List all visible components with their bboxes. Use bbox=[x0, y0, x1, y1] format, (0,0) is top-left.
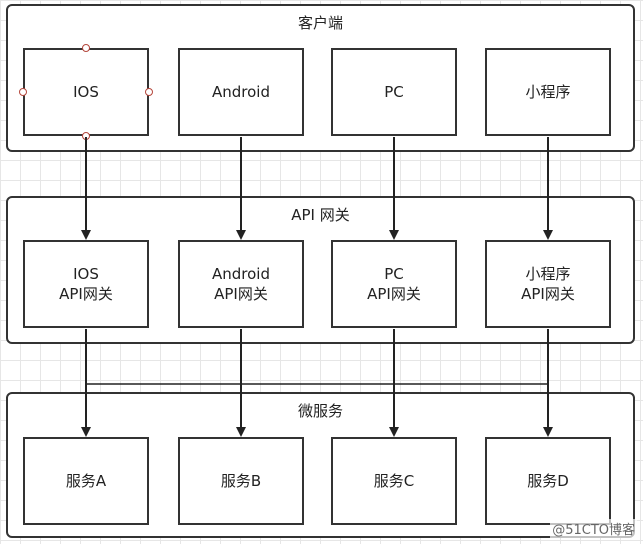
client-node-ios[interactable]: IOS bbox=[23, 48, 149, 136]
gateway-node-line1: Android bbox=[212, 265, 270, 283]
service-node-b[interactable]: 服务B bbox=[178, 437, 304, 525]
gateway-node-line1: 小程序 bbox=[525, 265, 571, 283]
gateway-node-line1: IOS bbox=[73, 265, 99, 283]
client-node-miniprogram[interactable]: 小程序 bbox=[485, 48, 611, 136]
gateway-node-line2: API网关 bbox=[214, 285, 268, 303]
service-node-label: 服务B bbox=[220, 472, 262, 490]
gateway-node-android[interactable]: Android API网关 bbox=[178, 240, 304, 328]
watermark: @51CTO博客 bbox=[550, 519, 637, 538]
service-node-label: 服务C bbox=[373, 472, 415, 490]
resize-handle-bottom[interactable] bbox=[82, 132, 90, 140]
client-group-title: 客户端 bbox=[297, 14, 343, 32]
resize-handle-right[interactable] bbox=[145, 88, 153, 96]
service-node-d[interactable]: 服务D bbox=[485, 437, 611, 525]
client-node-label: 小程序 bbox=[525, 83, 571, 101]
gateway-node-line2: API网关 bbox=[367, 285, 421, 303]
gateway-group-title: API 网关 bbox=[291, 206, 350, 224]
service-node-label: 服务A bbox=[65, 472, 107, 490]
services-group-title: 微服务 bbox=[297, 402, 343, 420]
gateway-node-miniprogram[interactable]: 小程序 API网关 bbox=[485, 240, 611, 328]
resize-handle-top[interactable] bbox=[82, 44, 90, 52]
gateway-node-line1: PC bbox=[384, 265, 404, 283]
gateway-node-ios[interactable]: IOS API网关 bbox=[23, 240, 149, 328]
resize-handle-left[interactable] bbox=[19, 88, 27, 96]
gateway-node-line2: API网关 bbox=[59, 285, 113, 303]
client-node-label: Android bbox=[212, 83, 270, 101]
client-node-pc[interactable]: PC bbox=[331, 48, 457, 136]
gateway-node-line2: API网关 bbox=[521, 285, 575, 303]
client-node-label: PC bbox=[384, 83, 404, 101]
service-node-a[interactable]: 服务A bbox=[23, 437, 149, 525]
service-node-label: 服务D bbox=[527, 472, 569, 490]
gateway-node-pc[interactable]: PC API网关 bbox=[331, 240, 457, 328]
service-node-c[interactable]: 服务C bbox=[331, 437, 457, 525]
client-node-label: IOS bbox=[73, 83, 99, 101]
client-node-android[interactable]: Android bbox=[178, 48, 304, 136]
